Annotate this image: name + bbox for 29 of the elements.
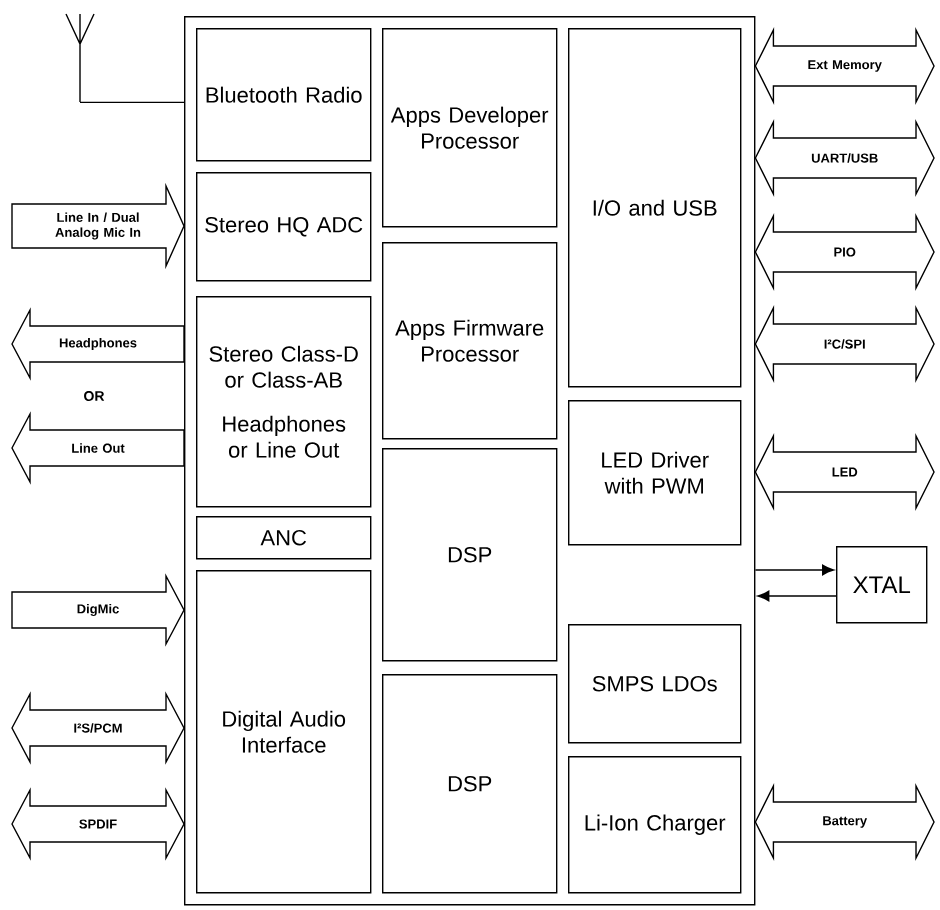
block-arrow — [754, 433, 935, 511]
block-box: DSP — [382, 448, 558, 662]
block-box: Digital Audio Interface — [196, 570, 372, 894]
block-box: Stereo HQ ADC — [196, 172, 372, 282]
block-arrow — [754, 119, 935, 197]
block-box: Bluetooth Radio — [196, 28, 372, 162]
block-box: LED Driver with PWM — [568, 400, 742, 546]
block-arrow — [754, 27, 935, 105]
arrow — [757, 590, 837, 602]
antenna-line — [79, 101, 185, 104]
crystal-box: XTAL — [836, 546, 928, 624]
block-box: DSP — [382, 674, 558, 894]
block-arrow — [11, 691, 185, 765]
block-box: Li-Ion Charger — [568, 756, 742, 894]
block-box: ANC — [196, 516, 372, 560]
arrow — [754, 564, 834, 576]
block-arrow — [754, 783, 935, 861]
chip-outline — [184, 16, 756, 906]
antenna-symbol — [65, 13, 95, 103]
block-box: I/O and USB — [568, 28, 742, 388]
block-box: Stereo Class-D or Class-AB Headphones or Line Out — [196, 296, 372, 508]
block-arrow — [11, 573, 185, 647]
block-arrow — [754, 213, 935, 291]
block-arrow — [11, 182, 185, 270]
block-arrow — [754, 305, 935, 383]
block-box: SMPS LDOs — [568, 624, 742, 744]
block-box: Apps Firmware Processor — [382, 242, 558, 440]
block-box: Apps Developer Processor — [382, 28, 558, 228]
block-arrow — [11, 787, 185, 861]
